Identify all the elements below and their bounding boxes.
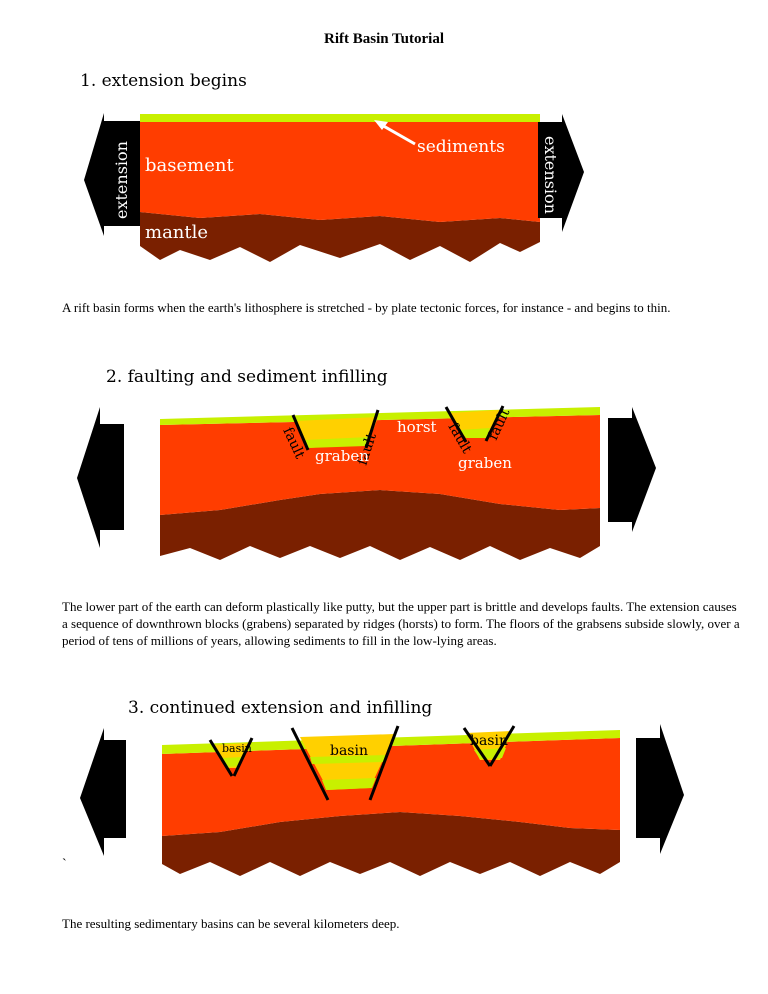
basin-label-right: basin <box>470 733 508 749</box>
caption-3: The resulting sedimentary basins can be … <box>62 915 742 932</box>
figure-3-title: 3. continued extension and infilling <box>128 698 432 718</box>
basin-label-center: basin <box>330 743 368 759</box>
left-extension-arrow-3 <box>80 728 126 856</box>
right-extension-arrow-3 <box>636 724 684 854</box>
stray-mark: ` <box>62 857 67 873</box>
basin-label-small: basin <box>222 742 252 755</box>
